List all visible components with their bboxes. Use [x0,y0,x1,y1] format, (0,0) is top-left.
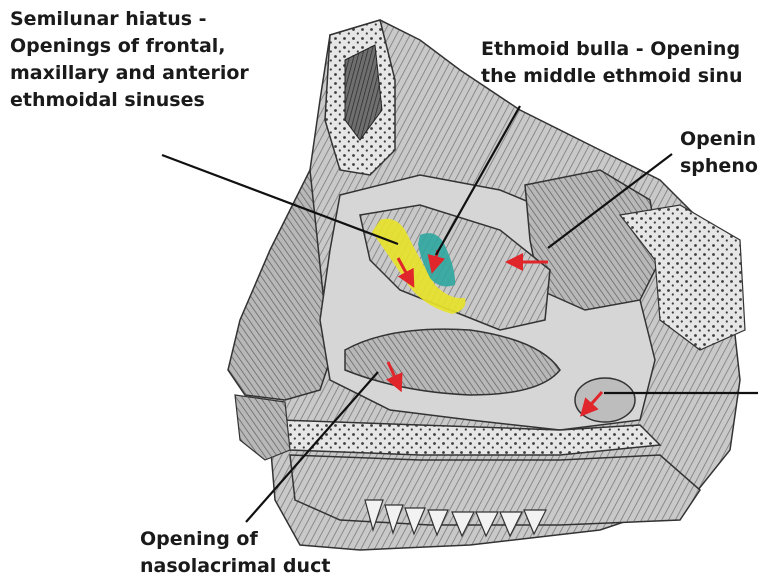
upper-lip [235,395,290,460]
label-semilunar-hiatus: Semilunar hiatus - Openings of frontal, … [10,6,249,114]
label-nasolacrimal-duct: Opening of nasolacrimal duct [140,526,330,580]
label-sphenoid: Openin spheno [680,126,758,180]
label-ethmoid-bulla: Ethmoid bulla - Opening the middle ethmo… [481,36,743,90]
auditory-tube-opening [575,378,635,422]
